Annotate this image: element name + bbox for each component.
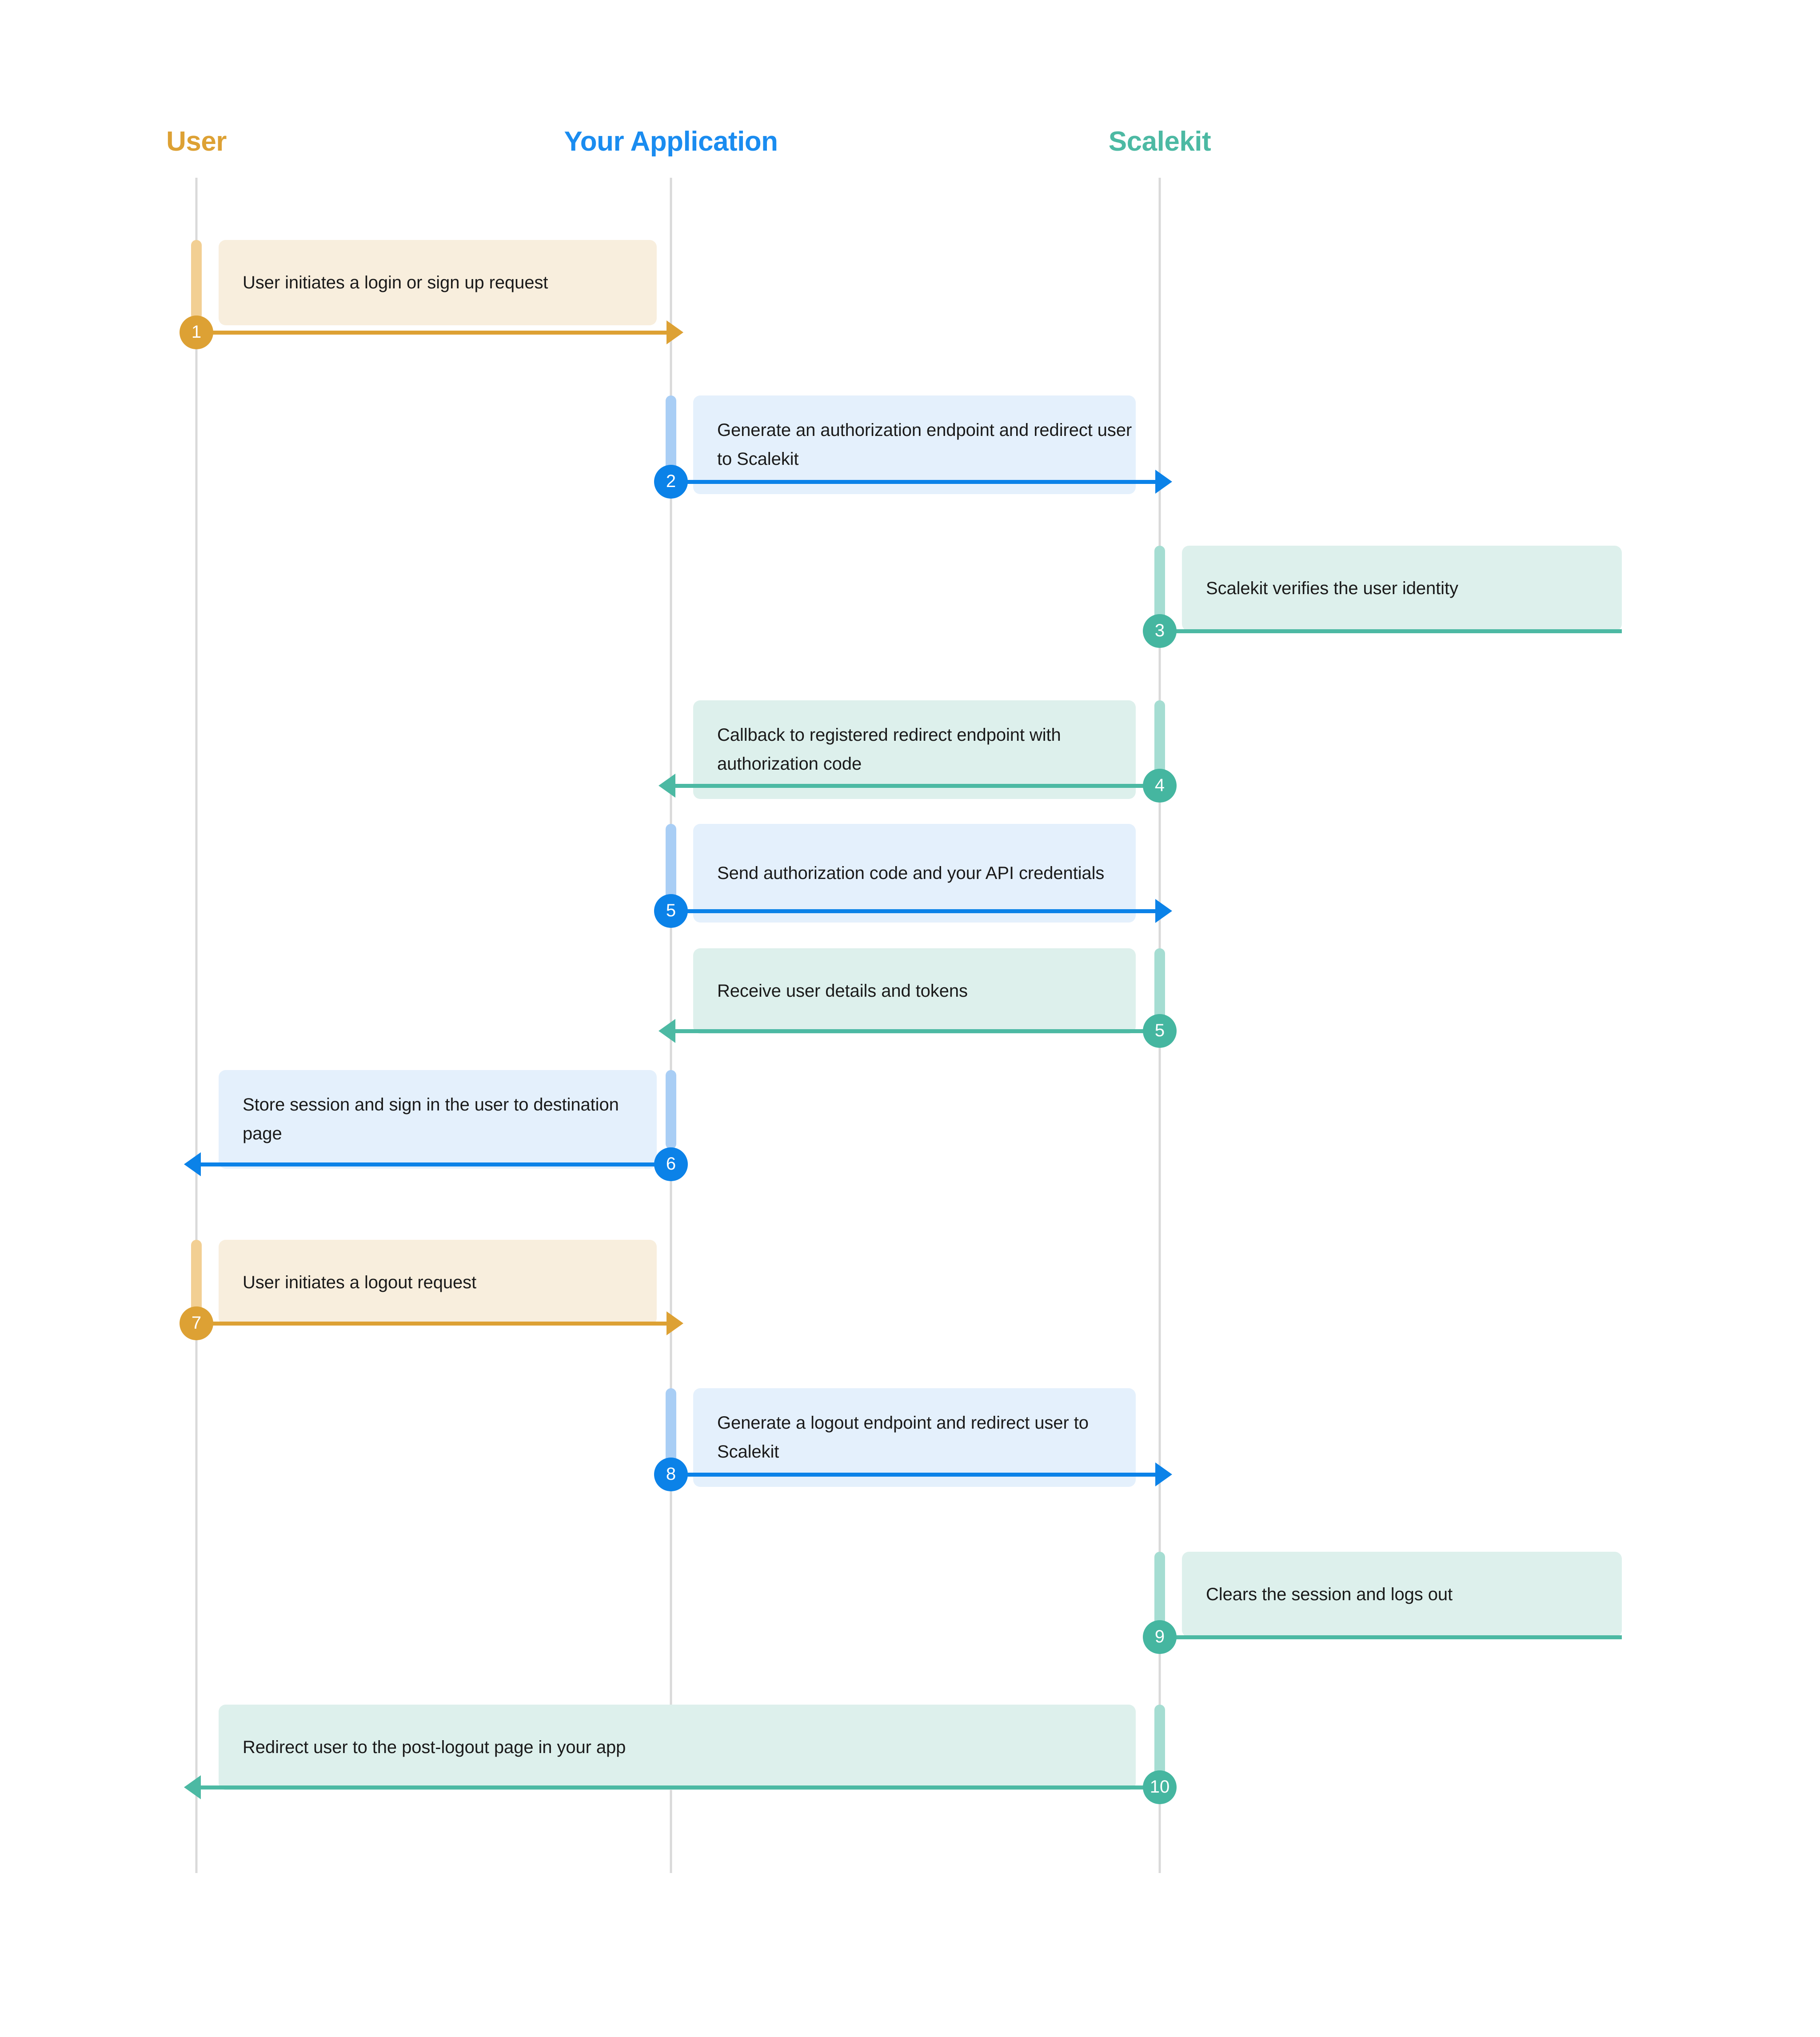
message-text: Receive user details and tokens: [717, 981, 968, 1001]
message-arrow-step-4: [671, 784, 1160, 788]
message-note-step-2: Generate an authorization endpoint and r…: [693, 395, 1136, 494]
message-text: Generate an authorization endpoint and r…: [717, 420, 1132, 469]
message-note-step-7: Store session and sign in the user to de…: [219, 1070, 657, 1169]
step-number-badge: 8: [654, 1458, 688, 1491]
activation-bar-step-10: [1154, 1552, 1165, 1631]
step-number-badge: 1: [180, 316, 213, 349]
activation-bar-step-7: [666, 1070, 676, 1149]
participant-label-app: Your Application: [564, 126, 778, 157]
step-number-label: 10: [1149, 1777, 1170, 1797]
participant-label-user: User: [166, 126, 227, 157]
activation-bar-step-4: [1154, 700, 1165, 779]
message-arrow-step-11: [196, 1785, 1160, 1789]
message-text: User initiates a logout request: [243, 1272, 477, 1292]
message-arrow-step-6: [671, 1029, 1160, 1033]
arrowhead-right-step-9: [1155, 1462, 1172, 1486]
message-note-step-11: Redirect user to the post-logout page in…: [219, 1705, 1136, 1790]
message-arrow-step-1: [196, 331, 671, 335]
step-number-badge: 9: [1143, 1620, 1177, 1654]
arrowhead-right-step-8: [667, 1311, 683, 1335]
message-note-step-4: Callback to registered redirect endpoint…: [693, 700, 1136, 799]
step-number-label: 7: [191, 1313, 202, 1333]
step-number-label: 1: [191, 322, 202, 342]
step-number-badge: 6: [654, 1147, 688, 1181]
message-note-step-5: Send authorization code and your API cre…: [693, 824, 1136, 923]
arrowhead-right-step-2: [1155, 470, 1172, 494]
activation-bar-step-1: [191, 240, 202, 320]
step-number-badge: 4: [1143, 769, 1177, 803]
message-note-step-3: Scalekit verifies the user identity: [1182, 546, 1622, 631]
message-arrow-step-3: [1160, 629, 1622, 633]
step-number-badge: 5: [654, 894, 688, 928]
step-number-badge: 7: [180, 1306, 213, 1340]
activation-bar-step-5: [666, 824, 676, 899]
message-text: Callback to registered redirect endpoint…: [717, 725, 1061, 774]
arrowhead-right-step-5: [1155, 899, 1172, 923]
lifeline-user: [195, 178, 198, 1873]
message-text: User initiates a login or sign up reques…: [243, 272, 548, 292]
message-arrow-step-8: [196, 1322, 671, 1326]
message-note-step-1: User initiates a login or sign up reques…: [219, 240, 657, 325]
arrowhead-left-step-7: [184, 1152, 201, 1176]
message-arrow-step-7: [196, 1162, 671, 1166]
participant-label-scalekit: Scalekit: [1108, 126, 1211, 157]
message-arrow-step-10: [1160, 1635, 1622, 1639]
activation-bar-step-9: [666, 1388, 676, 1464]
message-note-step-10: Clears the session and logs out: [1182, 1552, 1622, 1637]
message-arrow-step-2: [671, 480, 1160, 484]
step-number-label: 4: [1154, 775, 1165, 795]
step-number-badge: 5: [1143, 1014, 1177, 1048]
arrowhead-left-step-6: [659, 1019, 675, 1043]
step-number-badge: 10: [1143, 1770, 1177, 1804]
activation-bar-step-2: [666, 395, 676, 471]
step-number-label: 6: [666, 1154, 676, 1174]
step-number-badge: 2: [654, 465, 688, 499]
step-number-label: 3: [1154, 621, 1165, 640]
message-note-step-9: Generate a logout endpoint and redirect …: [693, 1388, 1136, 1487]
message-text: Send authorization code and your API cre…: [717, 863, 1105, 883]
arrowhead-right-step-1: [667, 320, 683, 344]
message-text: Clears the session and logs out: [1206, 1584, 1453, 1604]
activation-bar-step-3: [1154, 546, 1165, 625]
message-note-step-8: User initiates a logout request: [219, 1240, 657, 1325]
message-arrow-step-5: [671, 909, 1160, 913]
step-number-label: 5: [666, 901, 676, 920]
step-number-label: 8: [666, 1464, 676, 1484]
message-note-step-6: Receive user details and tokens: [693, 948, 1136, 1034]
arrowhead-left-step-11: [184, 1775, 201, 1799]
step-number-label: 5: [1154, 1021, 1165, 1040]
message-text: Store session and sign in the user to de…: [243, 1095, 619, 1143]
step-number-label: 9: [1154, 1627, 1165, 1646]
step-number-badge: 3: [1143, 614, 1177, 648]
message-text: Redirect user to the post-logout page in…: [243, 1737, 626, 1757]
message-text: Generate a logout endpoint and redirect …: [717, 1413, 1089, 1462]
message-arrow-step-9: [671, 1473, 1160, 1477]
step-number-label: 2: [666, 471, 676, 491]
message-text: Scalekit verifies the user identity: [1206, 578, 1458, 598]
arrowhead-left-step-4: [659, 774, 675, 798]
